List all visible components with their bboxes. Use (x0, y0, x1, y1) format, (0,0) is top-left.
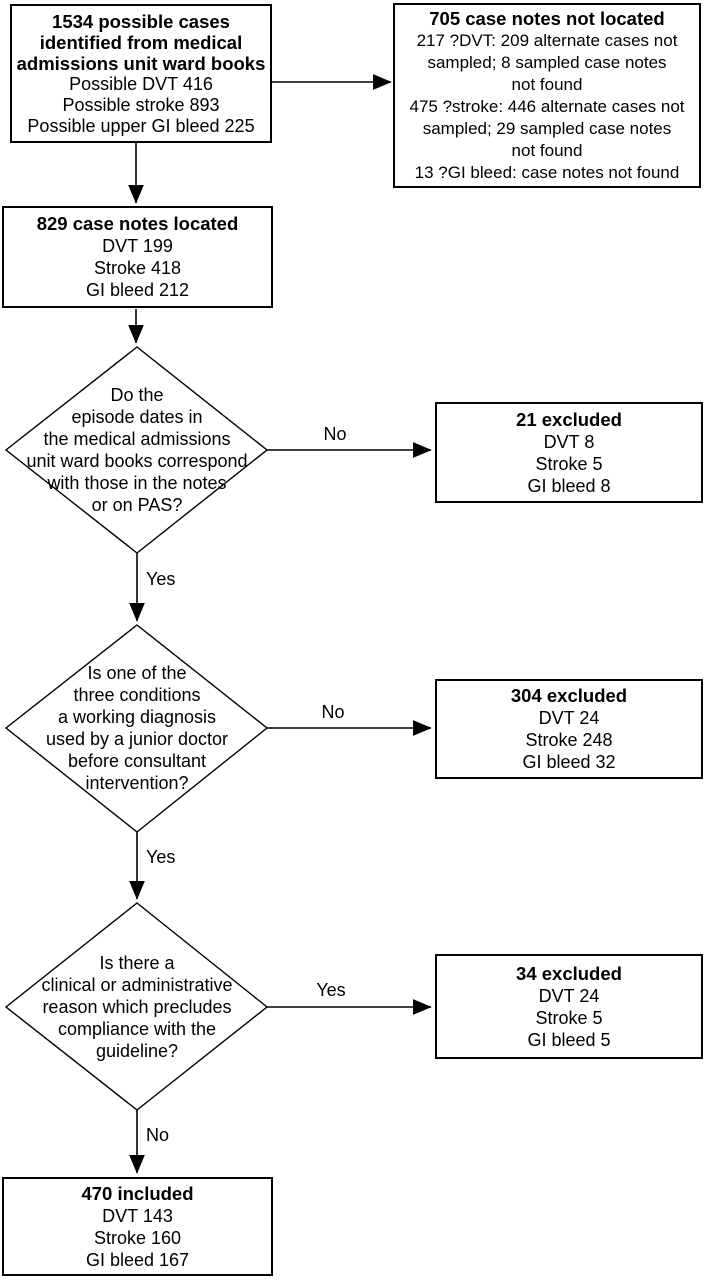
edge-label-decision3-yes: Yes (316, 980, 346, 1000)
decision1-line: episode dates in (71, 407, 203, 427)
included-title: 470 included (81, 1182, 194, 1204)
not-located-line: not found (511, 74, 583, 94)
located-title: 829 case notes located (36, 213, 239, 234)
decision2-line: before consultant (67, 751, 207, 771)
excluded1-line: DVT 8 (543, 431, 595, 452)
excluded3-line: GI bleed 5 (527, 1029, 611, 1050)
decision3-line: guideline? (95, 1041, 179, 1061)
located-line: GI bleed 212 (85, 280, 190, 300)
decision2-line: a working diagnosis (57, 707, 217, 727)
excluded3-line: Stroke 5 (535, 1007, 603, 1028)
not-located-line: 217 ?DVT: 209 alternate cases not (416, 30, 678, 50)
decision3-line: compliance with the (57, 1019, 217, 1039)
not-located-line: not found (511, 140, 583, 160)
case-notes-not-located-box: 705 case notes not located 217 ?DVT: 209… (393, 3, 701, 188)
excluded-34-box: 34 excluded DVT 24 Stroke 5 GI bleed 5 (435, 954, 703, 1059)
source-cases-title: 1534 possible cases (52, 10, 230, 32)
decision3-line: Is there a (99, 953, 175, 973)
excluded2-line: GI bleed 32 (522, 752, 616, 772)
not-located-line: 475 ?stroke: 446 alternate cases not (409, 96, 685, 116)
excluded3-title: 34 excluded (516, 962, 622, 984)
excluded3-line: DVT 24 (538, 985, 600, 1006)
excluded2-title: 304 excluded (510, 685, 628, 706)
included-470-box: 470 included DVT 143 Stroke 160 GI bleed… (2, 1177, 273, 1276)
source-cases-title: identified from medical (39, 31, 243, 53)
included-line: Stroke 160 (93, 1227, 182, 1248)
included-line: DVT 143 (102, 1205, 173, 1226)
located-line: DVT 199 (102, 236, 173, 256)
edge-label-decision2-no: No (321, 702, 345, 722)
located-line: Stroke 418 (93, 258, 182, 278)
excluded1-title: 21 excluded (516, 408, 622, 430)
excluded-304-box: 304 excluded DVT 24 Stroke 248 GI bleed … (435, 679, 703, 779)
not-located-line: sampled; 8 sampled case notes (427, 52, 667, 72)
excluded2-line: DVT 24 (538, 708, 600, 728)
excluded2-line: Stroke 248 (525, 730, 613, 750)
source-cases-line: Possible stroke 893 (62, 94, 220, 115)
decision1-line: the medical admissions (43, 429, 231, 449)
decision-working-diagnosis: Is one of the three conditions a working… (17, 635, 257, 821)
included-line: GI bleed 167 (85, 1249, 190, 1270)
not-located-line: 13 ?GI bleed: case notes not found (414, 162, 680, 182)
decision1-line: or on PAS? (91, 495, 183, 515)
not-located-line: sampled; 29 sampled case notes (422, 118, 672, 138)
decision3-line: reason which precludes (42, 997, 232, 1017)
excluded-21-box: 21 excluded DVT 8 Stroke 5 GI bleed 8 (435, 402, 703, 503)
decision2-line: three conditions (73, 685, 201, 705)
decision1-line: with those in the notes (47, 473, 227, 493)
edge-label-decision1-yes: Yes (146, 569, 176, 589)
decision3-line: clinical or administrative (41, 975, 233, 995)
source-cases-line: Possible upper GI bleed 225 (27, 115, 255, 136)
decision2-line: used by a junior doctor (45, 729, 229, 749)
source-cases-box: 1534 possible cases identified from medi… (10, 4, 272, 143)
not-located-title: 705 case notes not located (429, 7, 665, 29)
decision-episode-dates: Do the episode dates in the medical admi… (17, 357, 257, 543)
excluded1-line: GI bleed 8 (527, 475, 611, 496)
edge-label-decision2-yes: Yes (146, 847, 176, 867)
source-cases-title: admissions unit ward books (16, 52, 266, 74)
decision1-line: Do the (110, 385, 164, 405)
source-cases-line: Possible DVT 416 (69, 73, 213, 94)
excluded1-line: Stroke 5 (535, 453, 603, 474)
edge-label-decision1-no: No (323, 424, 347, 444)
decision-compliance-reason: Is there a clinical or administrative re… (17, 914, 257, 1100)
case-notes-located-box: 829 case notes located DVT 199 Stroke 41… (2, 206, 273, 308)
decision2-line: intervention? (85, 773, 189, 793)
decision1-line: unit ward books correspond (26, 451, 248, 471)
edge-label-decision3-no: No (146, 1125, 170, 1145)
decision2-line: Is one of the (87, 663, 187, 683)
